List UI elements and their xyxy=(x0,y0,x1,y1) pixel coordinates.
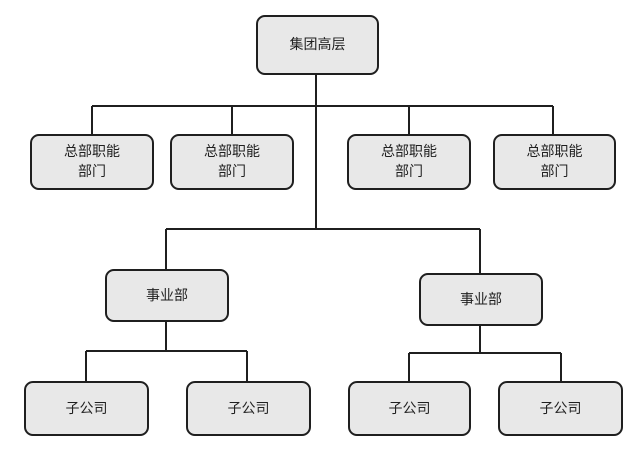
group-executive-label: 集团高层 xyxy=(289,37,346,53)
subsidiary-box-2: 子公司 xyxy=(186,381,311,436)
hq-department-box-1: 总部职能 部门 xyxy=(30,134,154,190)
subsidiary-label: 子公司 xyxy=(539,400,582,417)
hq-department-label: 总部职能 部门 xyxy=(526,144,583,180)
subsidiary-box-4: 子公司 xyxy=(498,381,623,436)
hq-department-box-2: 总部职能 部门 xyxy=(170,134,294,190)
subsidiary-label: 子公司 xyxy=(227,400,270,417)
business-unit-label: 事业部 xyxy=(146,287,188,304)
hq-department-box-4: 总部职能 部门 xyxy=(493,134,616,190)
hq-department-box-3: 总部职能 部门 xyxy=(347,134,471,190)
business-unit-box-2: 事业部 xyxy=(419,273,543,326)
subsidiary-label: 子公司 xyxy=(65,400,108,417)
group-executive-box: 集团高层 xyxy=(256,15,379,75)
hq-department-label: 总部职能 部门 xyxy=(381,144,437,180)
subsidiary-label: 子公司 xyxy=(388,400,431,417)
business-unit-label: 事业部 xyxy=(460,291,502,308)
hq-department-label: 总部职能 部门 xyxy=(204,144,260,180)
subsidiary-box-1: 子公司 xyxy=(24,381,149,436)
hq-department-label: 总部职能 部门 xyxy=(64,144,120,180)
subsidiary-box-3: 子公司 xyxy=(348,381,471,436)
business-unit-box-1: 事业部 xyxy=(105,269,229,322)
